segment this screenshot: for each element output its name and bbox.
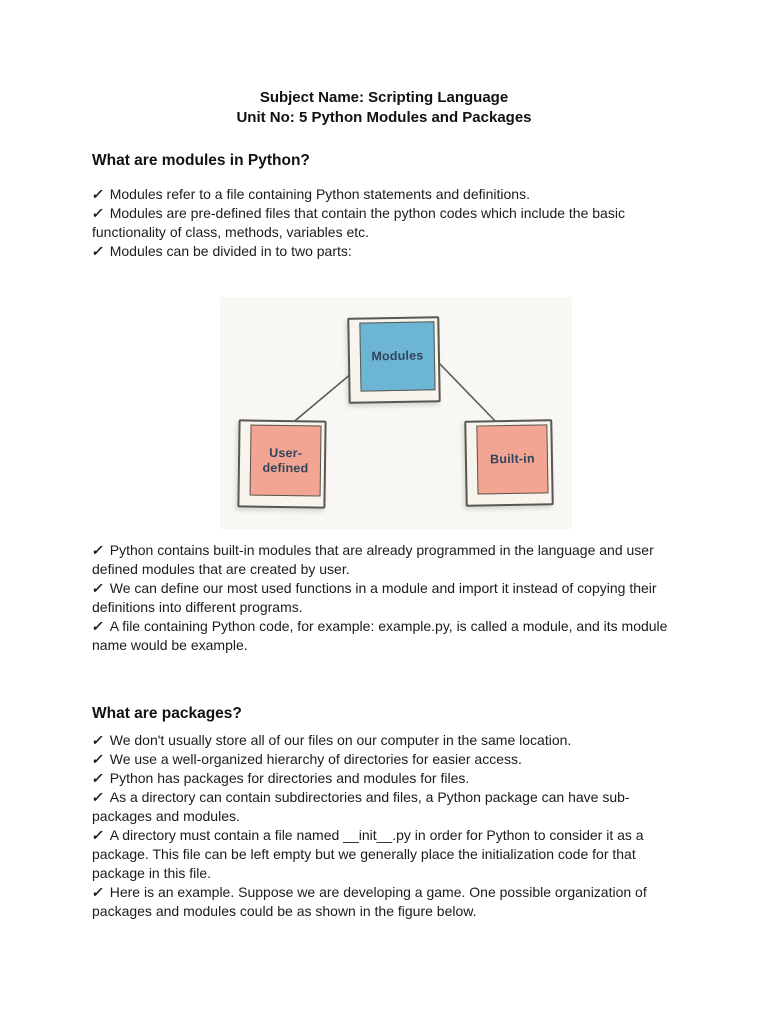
bullet-item: ✓Modules can be divided in to two parts:	[90, 242, 676, 261]
check-icon: ✓	[90, 243, 106, 259]
bullet-text: Modules are pre-defined files that conta…	[92, 205, 625, 240]
check-icon: ✓	[90, 884, 106, 900]
modules-bullets-top: ✓Modules refer to a file containing Pyth…	[90, 185, 676, 261]
section-heading-modules: What are modules in Python?	[92, 152, 310, 169]
bullet-item: ✓Modules refer to a file containing Pyth…	[90, 185, 676, 204]
bullet-text: We don't usually store all of our files …	[109, 732, 572, 748]
document-title: Subject Name: Scripting Language Unit No…	[92, 88, 676, 128]
bullet-text: Python has packages for directories and …	[109, 770, 470, 786]
bullet-text: As a directory can contain subdirectorie…	[92, 789, 630, 824]
modules-bullets-bottom: ✓Python contains built-in modules that a…	[90, 541, 676, 655]
bullet-text: A file containing Python code, for examp…	[92, 618, 668, 653]
check-icon: ✓	[90, 732, 106, 748]
modules-diagram: Modules User-defined Built-in	[92, 261, 676, 541]
bullet-item: ✓Python contains built-in modules that a…	[90, 541, 676, 579]
check-icon: ✓	[90, 770, 106, 786]
bullet-item: ✓Here is an example. Suppose we are deve…	[90, 883, 676, 921]
check-icon: ✓	[90, 580, 106, 596]
diagram-node-user-defined-face: User-defined	[249, 424, 322, 497]
check-icon: ✓	[90, 542, 106, 558]
diagram-node-label: Built-in	[489, 451, 535, 467]
bullet-item: ✓As a directory can contain subdirectori…	[90, 788, 676, 826]
diagram-node-modules: Modules	[347, 316, 441, 404]
edge-modules-user-defined	[289, 372, 353, 426]
check-icon: ✓	[90, 751, 106, 767]
section-heading-packages: What are packages?	[92, 705, 242, 722]
bullet-text: We use a well-organized hierarchy of dir…	[109, 751, 522, 767]
diagram-node-label: Modules	[371, 348, 424, 364]
edge-modules-built-in	[437, 361, 500, 426]
bullet-item: ✓We can define our most used functions i…	[90, 579, 676, 617]
diagram-node-modules-face: Modules	[359, 321, 436, 392]
document-content: Subject Name: Scripting Language Unit No…	[90, 88, 676, 921]
check-icon: ✓	[90, 789, 106, 805]
title-line-1: Subject Name: Scripting Language	[259, 89, 509, 106]
bullet-text: Modules can be divided in to two parts:	[109, 243, 352, 259]
packages-bullets: ✓We don't usually store all of our files…	[90, 731, 676, 921]
bullet-text: Modules refer to a file containing Pytho…	[109, 186, 530, 202]
diagram-node-user-defined: User-defined	[237, 419, 327, 509]
diagram-node-built-in: Built-in	[464, 419, 554, 507]
bullet-item: ✓Python has packages for directories and…	[90, 769, 676, 788]
diagram-edges	[289, 361, 500, 426]
bullet-item: ✓Modules are pre-defined files that cont…	[90, 204, 676, 242]
bullet-item: ✓A file containing Python code, for exam…	[90, 617, 676, 655]
bullet-item: ✓We use a well-organized hierarchy of di…	[90, 750, 676, 769]
bullet-text: Python contains built-in modules that ar…	[92, 542, 654, 577]
diagram-node-label: User-defined	[262, 445, 309, 475]
check-icon: ✓	[90, 827, 106, 843]
bullet-text: Here is an example. Suppose we are devel…	[92, 884, 647, 919]
bullet-item: ✓A directory must contain a file named _…	[90, 826, 676, 883]
bullet-text: A directory must contain a file named __…	[92, 827, 644, 881]
check-icon: ✓	[90, 618, 106, 634]
title-line-2: Unit No: 5 Python Modules and Packages	[236, 109, 532, 126]
bullet-item: ✓We don't usually store all of our files…	[90, 731, 676, 750]
check-icon: ✓	[90, 205, 106, 221]
bullet-text: We can define our most used functions in…	[92, 580, 657, 615]
check-icon: ✓	[90, 186, 106, 202]
diagram-node-built-in-face: Built-in	[476, 424, 549, 495]
